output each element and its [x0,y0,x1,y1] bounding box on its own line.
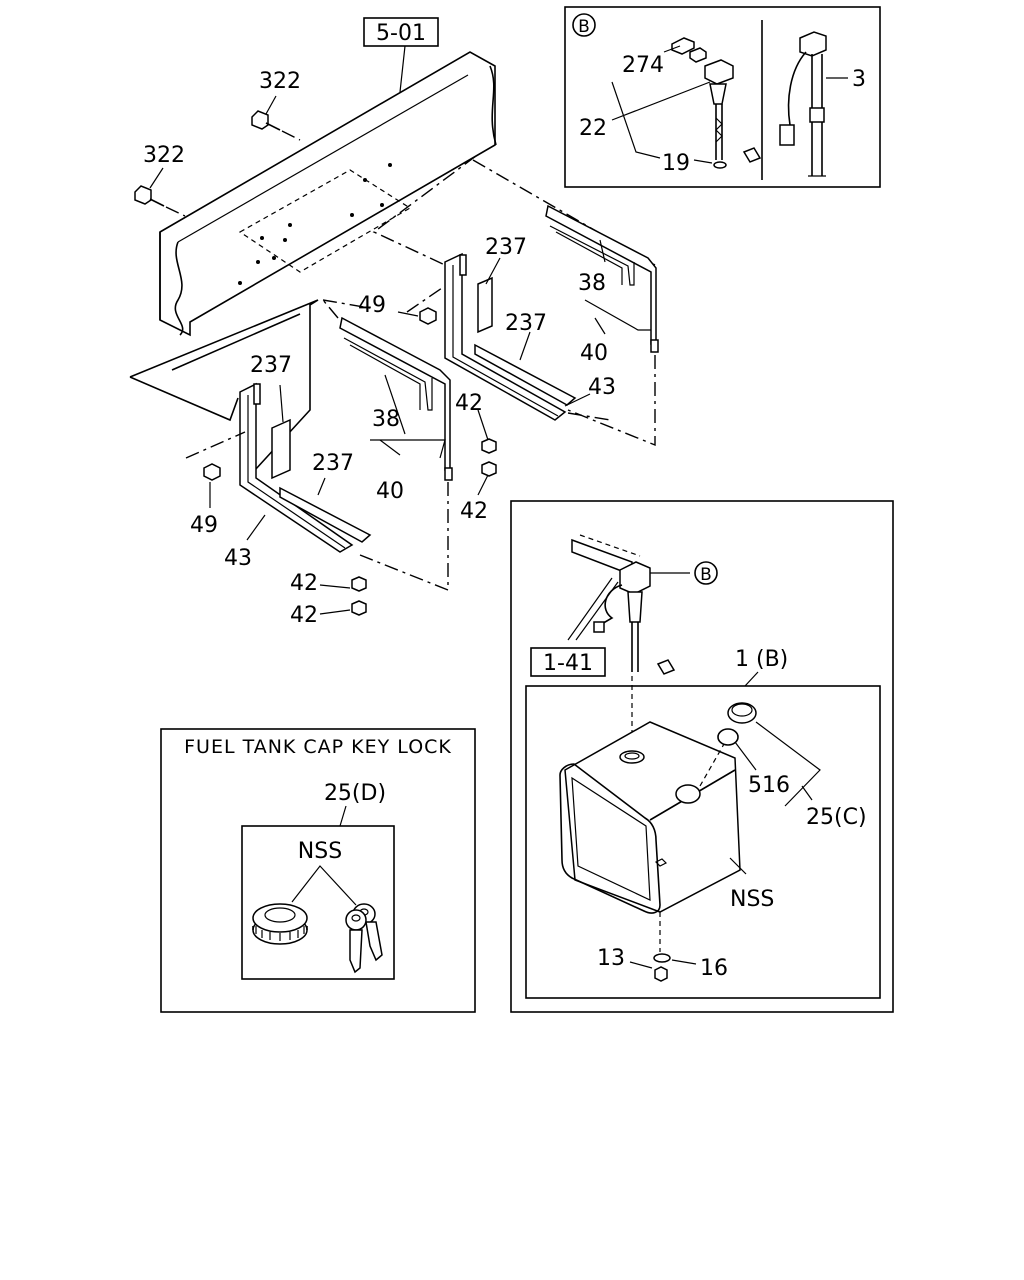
label-43a: 43 [224,546,252,571]
label-42b: 42 [460,499,488,524]
tank-inner-box: 516 25(C) NSS 13 16 [525,676,881,999]
label-42c: 42 [290,571,318,596]
label-274: 274 [622,53,664,78]
frame-ref-box: 5-01 [363,17,439,93]
label-22: 22 [579,116,607,141]
right-bracket-assembly: 237 237 38 40 49 43 42 42 [358,204,659,524]
harness-ref-label: 1-41 [543,651,593,676]
label-25c: 25(C) [806,805,867,830]
label-40a: 40 [376,479,404,504]
frame-ref-label: 5-01 [376,21,426,46]
label-237c: 237 [485,235,527,260]
detail-b-ref-marker [694,561,718,585]
label-237b: 237 [312,451,354,476]
guide-line-c [372,155,477,266]
label-322a: 322 [259,69,301,94]
label-42a: 42 [455,391,483,416]
label-16: 16 [700,956,728,981]
detail-b-ref-marker-text: B [700,565,712,585]
label-38b: 38 [578,271,606,296]
guide-line-b [322,299,371,309]
label-19: 19 [662,151,690,176]
label-43b: 43 [588,375,616,400]
detail-b-marker-text: B [578,17,590,37]
label-1b: 1 (B) [735,647,788,672]
bolt-322-lower: 322 [134,143,186,217]
key-lock-title: FUEL TANK CAP KEY LOCK [184,736,452,758]
key-lock-part-no: 25(D) [324,781,386,806]
detail-b-marker [572,13,596,37]
tank-outer-box: B 1-41 1 (B) [510,500,894,1013]
key-lock-nss: NSS [298,839,342,864]
label-13: 13 [597,946,625,971]
label-49b: 49 [358,293,386,318]
label-42d: 42 [290,603,318,628]
key-lock-box: FUEL TANK CAP KEY LOCK 25(D) NSS [160,728,476,1013]
label-237a: 237 [250,353,292,378]
label-3: 3 [852,67,866,92]
frame-rail [159,51,497,337]
label-237d: 237 [505,311,547,336]
detail-b-box: B 274 22 19 3 [564,6,881,188]
label-49a: 49 [190,513,218,538]
label-40b: 40 [580,341,608,366]
label-516: 516 [748,773,790,798]
label-nss-tank: NSS [730,887,774,912]
bolt-322-upper: 322 [251,69,301,141]
left-bracket-assembly: 237 237 38 40 49 43 42 42 [129,299,453,628]
label-322b: 322 [143,143,185,168]
label-38a: 38 [372,407,400,432]
